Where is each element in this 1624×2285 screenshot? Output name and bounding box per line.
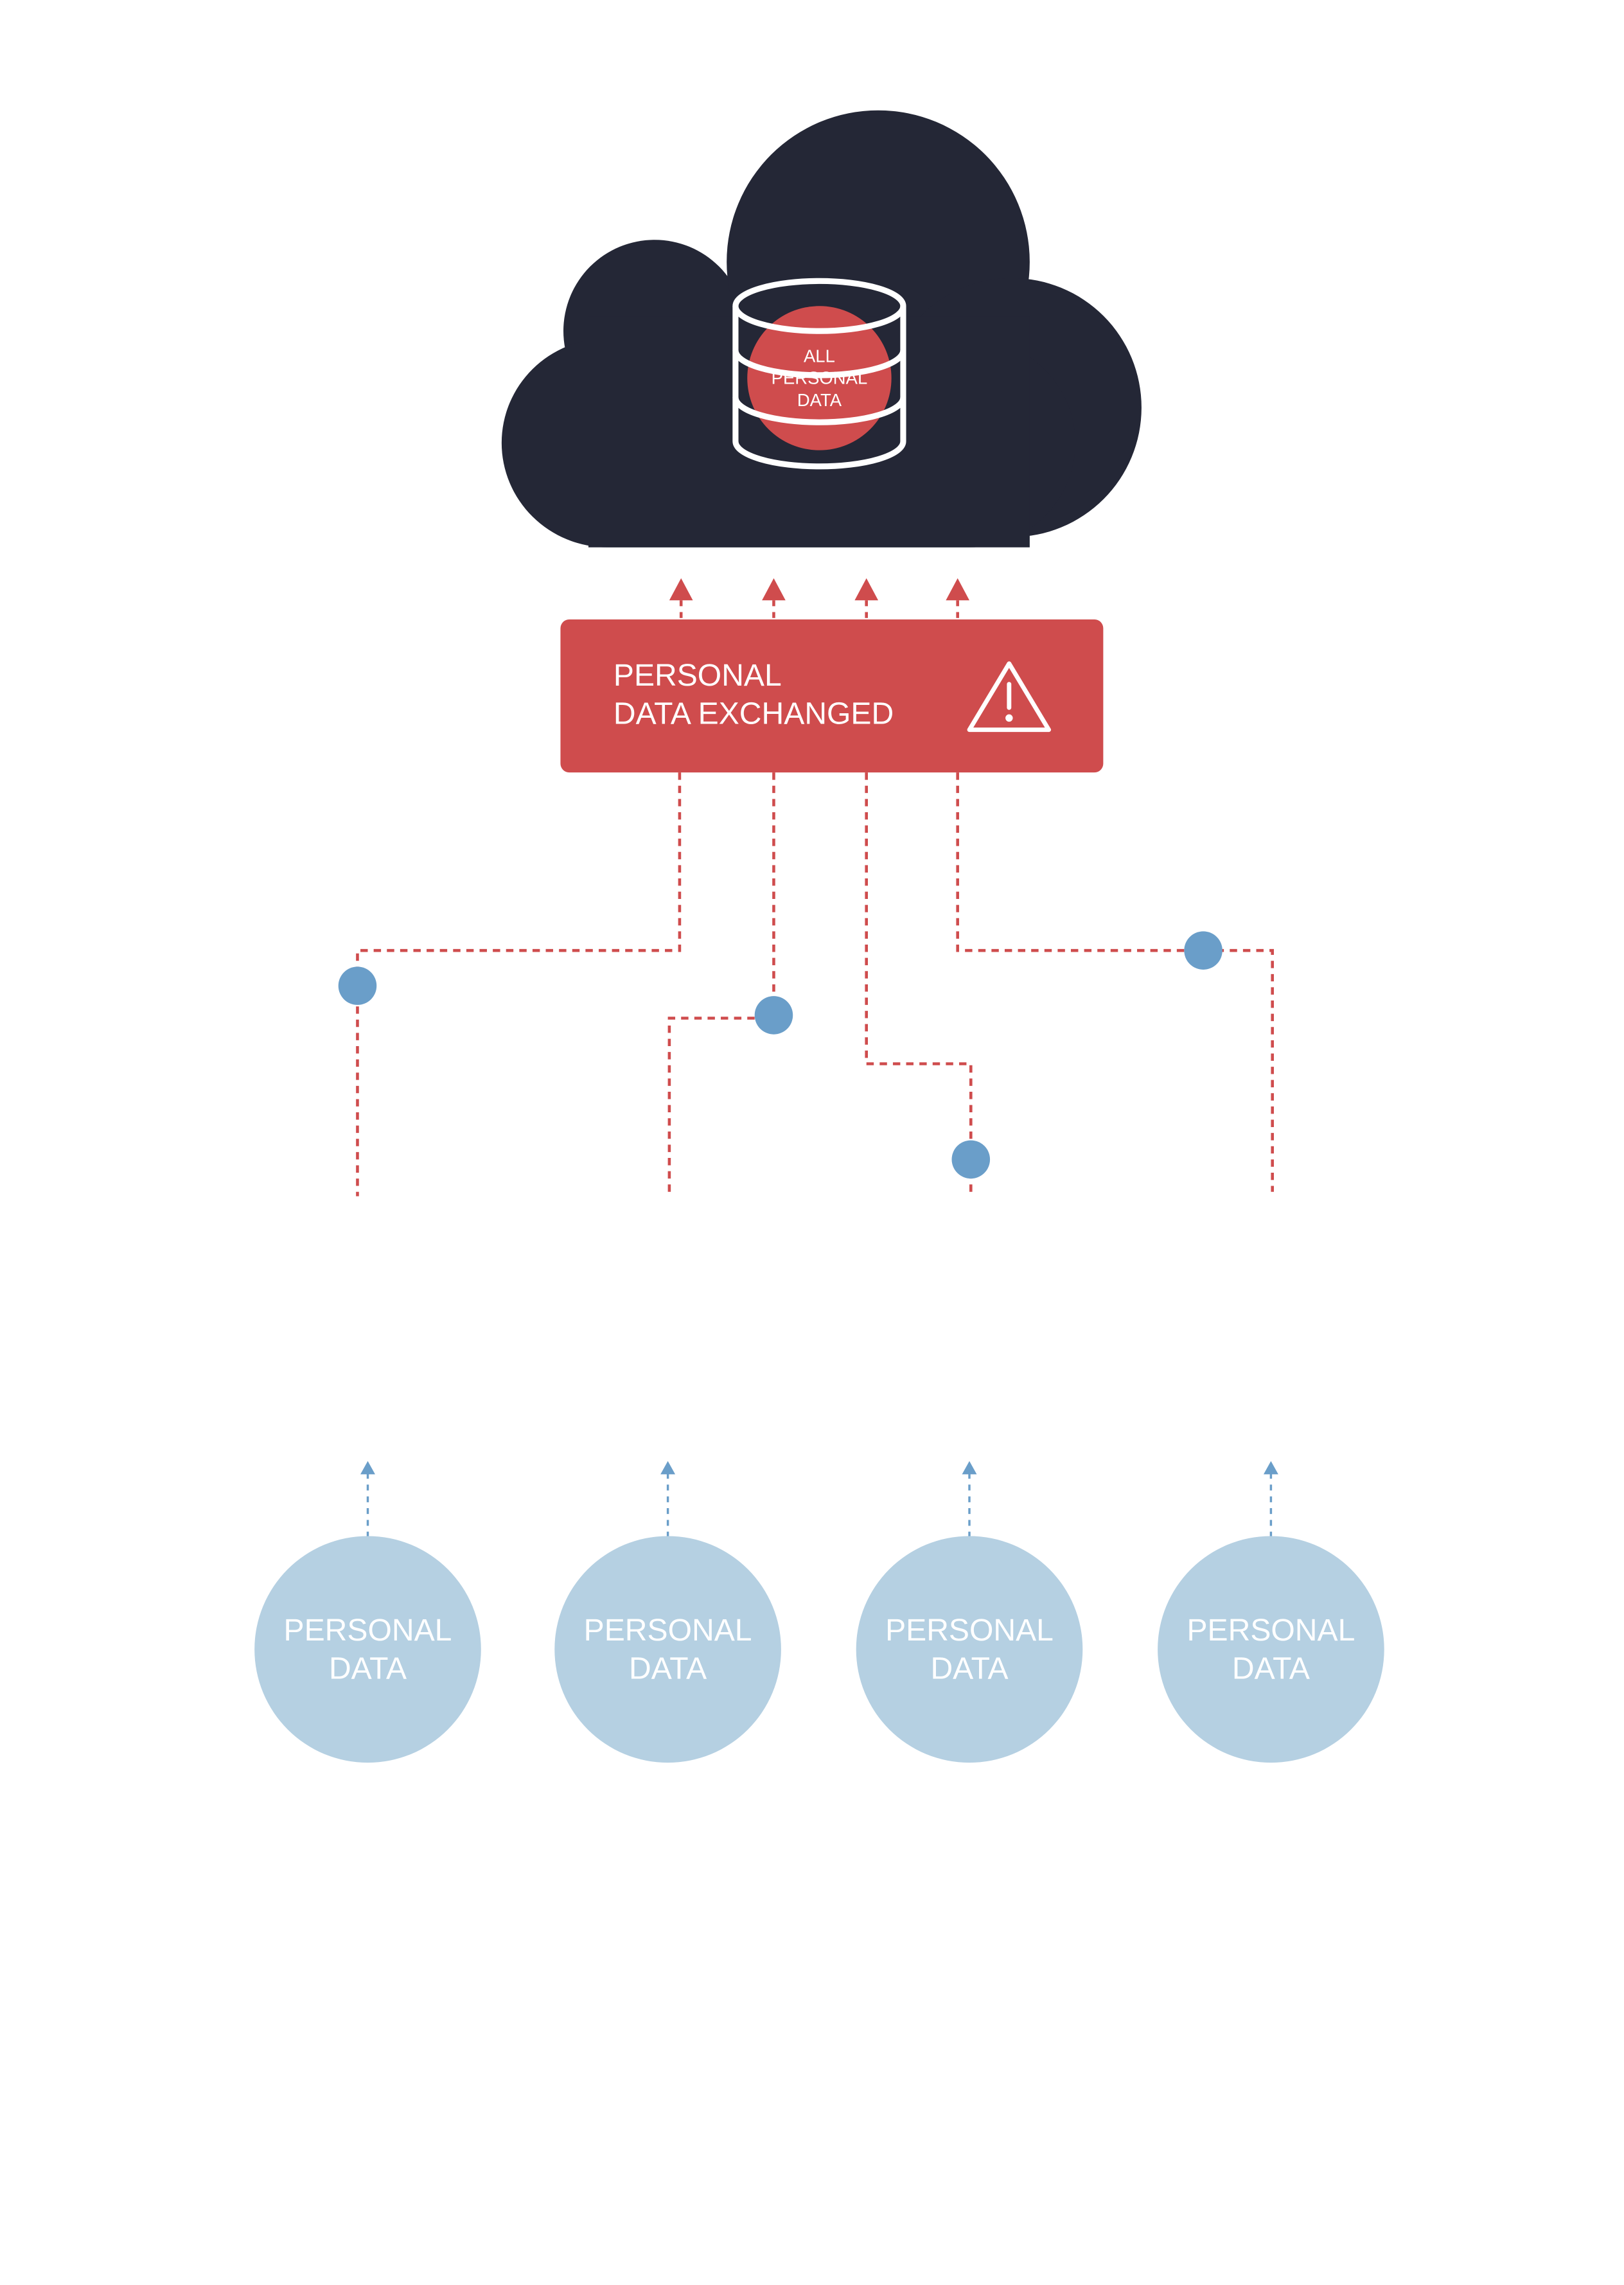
exchange-box-background xyxy=(560,619,1104,773)
source-label-line2: DATA xyxy=(930,1651,1008,1686)
arrow-head-1 xyxy=(669,578,693,601)
database-ring-1 xyxy=(732,306,906,470)
exchange-label-line1: PERSONAL xyxy=(613,658,782,693)
network-node-1 xyxy=(338,966,377,1005)
personal-data-source: PERSONAL DATA xyxy=(856,1536,1083,1763)
connection-path-4 xyxy=(956,772,1274,1192)
network-node-3 xyxy=(951,1140,991,1179)
connection-paths xyxy=(356,772,1274,1196)
warning-icon xyxy=(967,661,1052,733)
source-arrow-head-4 xyxy=(1263,1461,1278,1475)
database-ring-2 xyxy=(732,350,906,378)
source-label-line1: PERSONAL xyxy=(885,1613,1054,1648)
personal-data-sources: PERSONAL DATA PERSONAL DATA PERSONAL DAT… xyxy=(254,1536,1384,1763)
source-arrow-head-1 xyxy=(360,1461,375,1475)
db-label-line2: PERSONAL xyxy=(772,368,868,388)
network-nodes xyxy=(338,931,1222,1179)
database-ring-3 xyxy=(732,396,906,425)
personal-data-source: PERSONAL DATA xyxy=(254,1536,481,1763)
source-label-line2: DATA xyxy=(329,1651,407,1686)
arrow-head-4 xyxy=(946,578,970,601)
data-exchanged-box: PERSONAL DATA EXCHANGED xyxy=(560,619,1104,773)
connection-path-2 xyxy=(667,772,775,1196)
arrow-head-2 xyxy=(762,578,786,601)
connection-path-1 xyxy=(356,772,682,1196)
db-label-line3: DATA xyxy=(797,390,842,410)
personal-data-source: PERSONAL DATA xyxy=(554,1536,781,1763)
arrow-head-3 xyxy=(854,578,879,601)
source-arrow-head-3 xyxy=(962,1461,977,1475)
source-label-line2: DATA xyxy=(629,1651,707,1686)
database-icon: ALL PERSONAL DATA xyxy=(732,278,906,470)
upload-arrows xyxy=(669,578,970,601)
upload-arrow-stems xyxy=(679,600,959,619)
source-label-line2: DATA xyxy=(1232,1651,1310,1686)
all-data-highlight xyxy=(747,306,892,450)
exchange-label-line2: DATA EXCHANGED xyxy=(613,697,894,731)
source-label-line1: PERSONAL xyxy=(1187,1613,1355,1648)
personal-data-source: PERSONAL DATA xyxy=(1158,1536,1384,1763)
db-label-line1: ALL xyxy=(804,346,835,366)
network-node-4 xyxy=(1184,931,1222,970)
connection-path-3 xyxy=(865,772,973,1192)
network-node-2 xyxy=(754,996,793,1035)
source-arrow-head-2 xyxy=(660,1461,676,1475)
source-label-line1: PERSONAL xyxy=(584,1613,752,1648)
source-arrows xyxy=(360,1461,1278,1538)
source-label-line1: PERSONAL xyxy=(284,1613,452,1648)
